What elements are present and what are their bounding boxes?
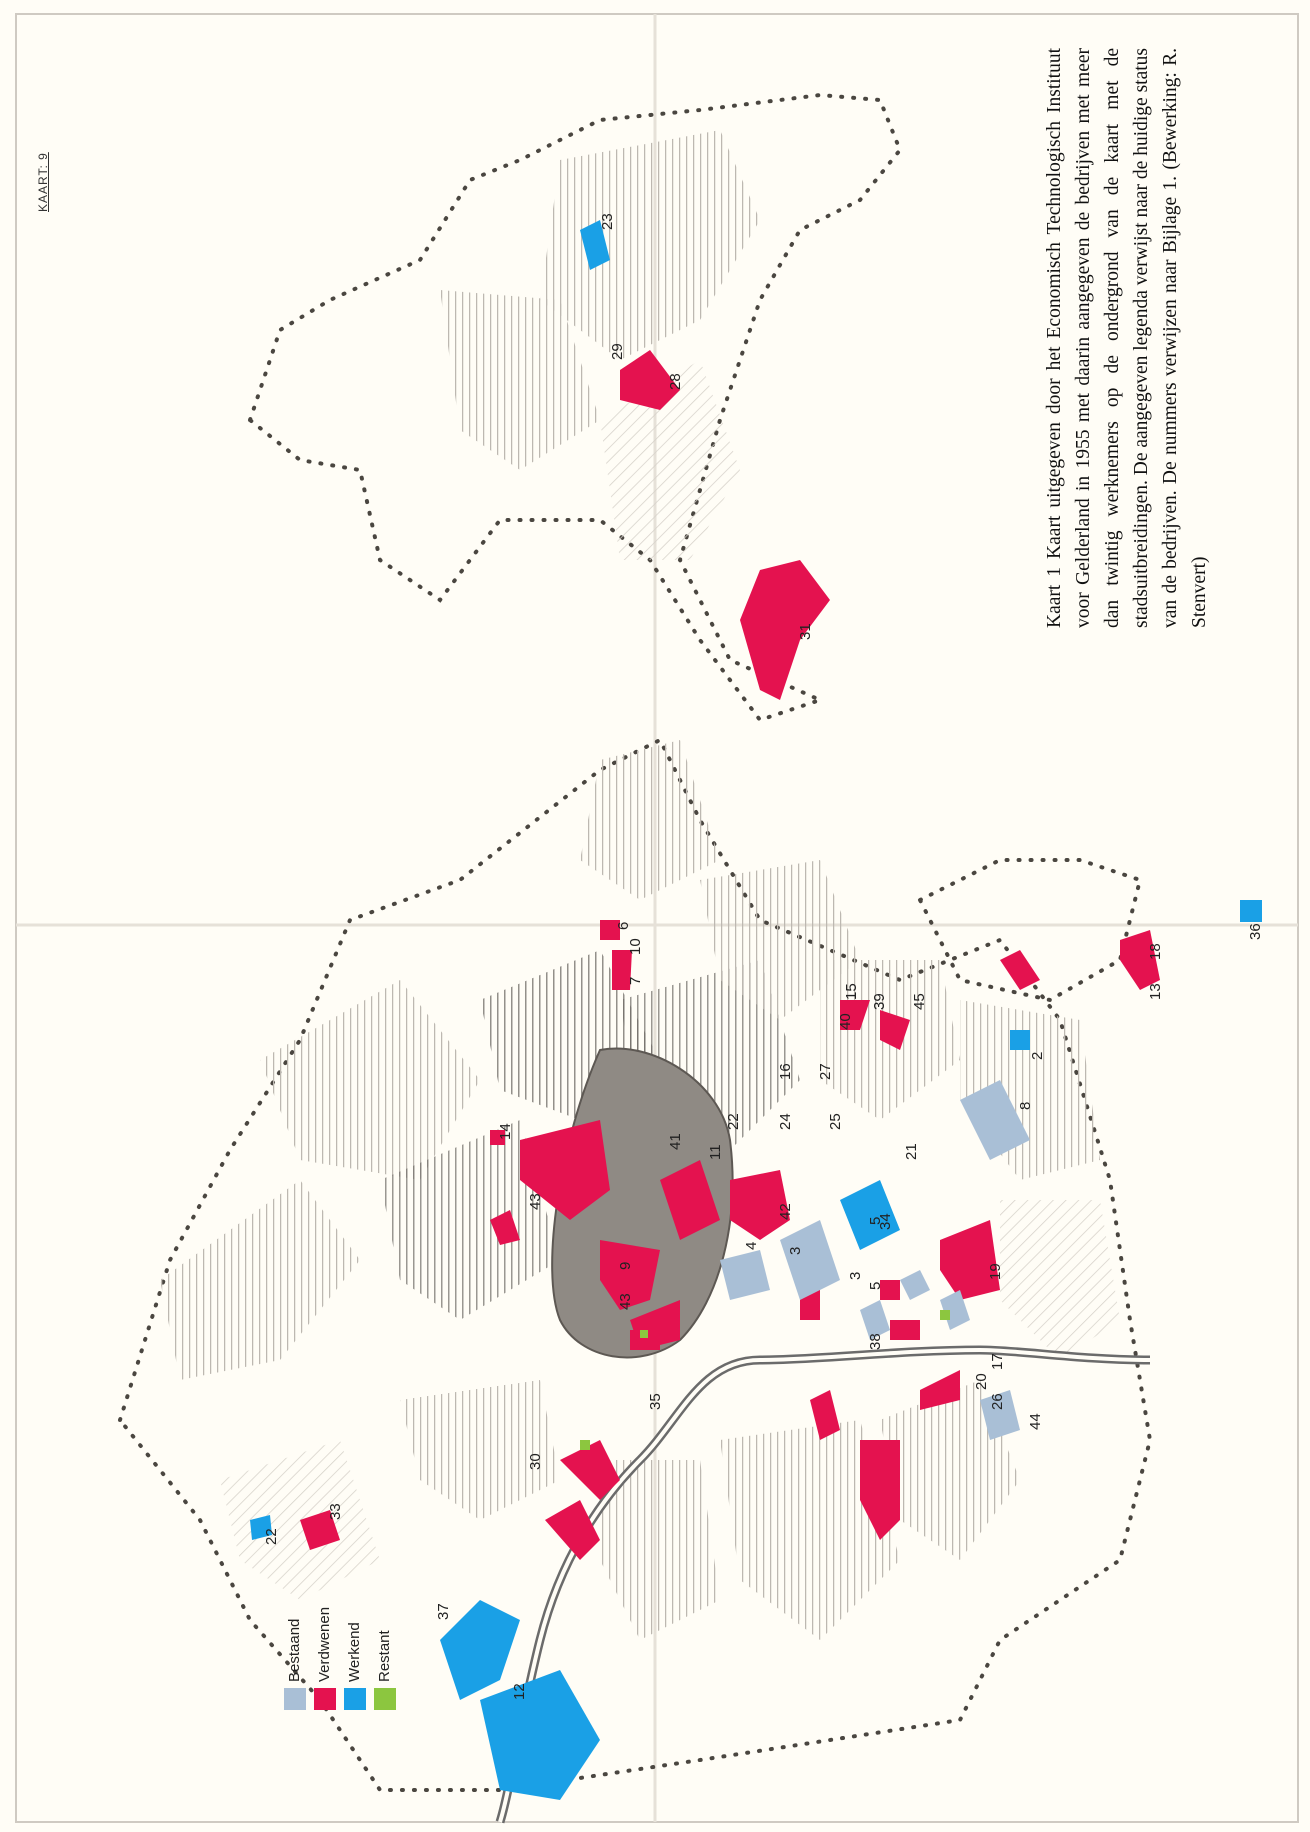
- legend-item-werkend: Werkend: [344, 1560, 366, 1710]
- companies-werkend: [250, 220, 1262, 1800]
- label-8: 8: [1017, 1102, 1034, 1110]
- label-35: 35: [647, 1393, 664, 1410]
- label-4: 4: [743, 1242, 760, 1250]
- label-29: 29: [609, 343, 626, 360]
- boundary-dotted-south: [117, 737, 1153, 1792]
- legend-swatch-verdwenen: [314, 1688, 336, 1710]
- label-3b: 3: [847, 1272, 864, 1280]
- legend: Bestaand Verdwenen Werkend Restant: [284, 1560, 414, 1780]
- label-16: 16: [777, 1063, 794, 1080]
- label-28: 28: [667, 373, 684, 390]
- label-40: 40: [837, 1013, 854, 1030]
- legend-item-verdwenen: Verdwenen: [314, 1560, 336, 1710]
- label-30: 30: [527, 1453, 544, 1470]
- label-43: 43: [527, 1193, 544, 1210]
- map-sheet-label: KAART: 9: [36, 152, 50, 212]
- boundary-dotted-north: [247, 92, 903, 723]
- label-2: 2: [1029, 1052, 1046, 1060]
- label-18: 18: [1147, 943, 1164, 960]
- label-34: 34: [877, 1213, 894, 1230]
- legend-item-restant: Restant: [374, 1560, 396, 1710]
- label-33: 33: [327, 1503, 344, 1520]
- label-39: 39: [871, 993, 888, 1010]
- label-31: 31: [797, 623, 814, 640]
- label-21: 21: [903, 1143, 920, 1160]
- companies-bestaand: [720, 1080, 1030, 1440]
- label-5b: 5: [867, 1282, 884, 1290]
- label-23: 23: [599, 213, 616, 230]
- label-5: 5: [867, 1217, 884, 1225]
- label-38: 38: [867, 1333, 884, 1350]
- label-42: 42: [777, 1203, 794, 1220]
- label-25: 25: [827, 1113, 844, 1130]
- label-9: 9: [617, 1262, 634, 1270]
- label-12: 12: [511, 1683, 528, 1700]
- label-22: 22: [725, 1113, 742, 1130]
- map-caption: Kaart 1 Kaart uitgegeven door het Econom…: [1044, 48, 1210, 628]
- label-43b: 43: [617, 1293, 634, 1310]
- suburban-areas: [160, 130, 1120, 1640]
- caption-container: Kaart 1 Kaart uitgegeven door het Econom…: [1040, 48, 1250, 628]
- legend-label-werkend: Werkend: [346, 1622, 363, 1682]
- label-37: 37: [435, 1603, 452, 1620]
- label-27: 27: [817, 1063, 834, 1080]
- label-41: 41: [667, 1133, 684, 1150]
- label-45: 45: [911, 993, 928, 1010]
- label-10: 10: [627, 938, 644, 955]
- label-17: 17: [989, 1353, 1006, 1370]
- label-14: 14: [497, 1123, 514, 1140]
- legend-label-restant: Restant: [376, 1630, 393, 1682]
- label-20: 20: [973, 1373, 990, 1390]
- label-44: 44: [1027, 1413, 1044, 1430]
- label-11: 11: [707, 1144, 724, 1160]
- companies-restant: [580, 1310, 950, 1450]
- legend-swatch-werkend: [344, 1688, 366, 1710]
- label-24: 24: [777, 1113, 794, 1130]
- label-22b: 22: [263, 1528, 280, 1545]
- label-6: 6: [615, 922, 632, 930]
- companies-verdwenen: [300, 350, 1160, 1560]
- legend-item-bestaand: Bestaand: [284, 1560, 306, 1710]
- legend-label-verdwenen: Verdwenen: [316, 1606, 333, 1682]
- map-border: [15, 13, 1299, 1823]
- company-numbers: 23 29 28 31 6 10 7 14 43 43 9 41 11 22 2…: [263, 213, 1264, 1700]
- label-26: 26: [989, 1393, 1006, 1410]
- label-7: 7: [627, 977, 644, 985]
- label-15: 15: [843, 983, 860, 1000]
- label-13: 13: [1147, 983, 1164, 1000]
- label-3: 3: [787, 1247, 804, 1255]
- legend-swatch-restant: [374, 1688, 396, 1710]
- label-36: 36: [1247, 923, 1264, 940]
- legend-label-bestaand: Bestaand: [286, 1618, 303, 1682]
- legend-swatch-bestaand: [284, 1688, 306, 1710]
- label-19: 19: [987, 1263, 1004, 1280]
